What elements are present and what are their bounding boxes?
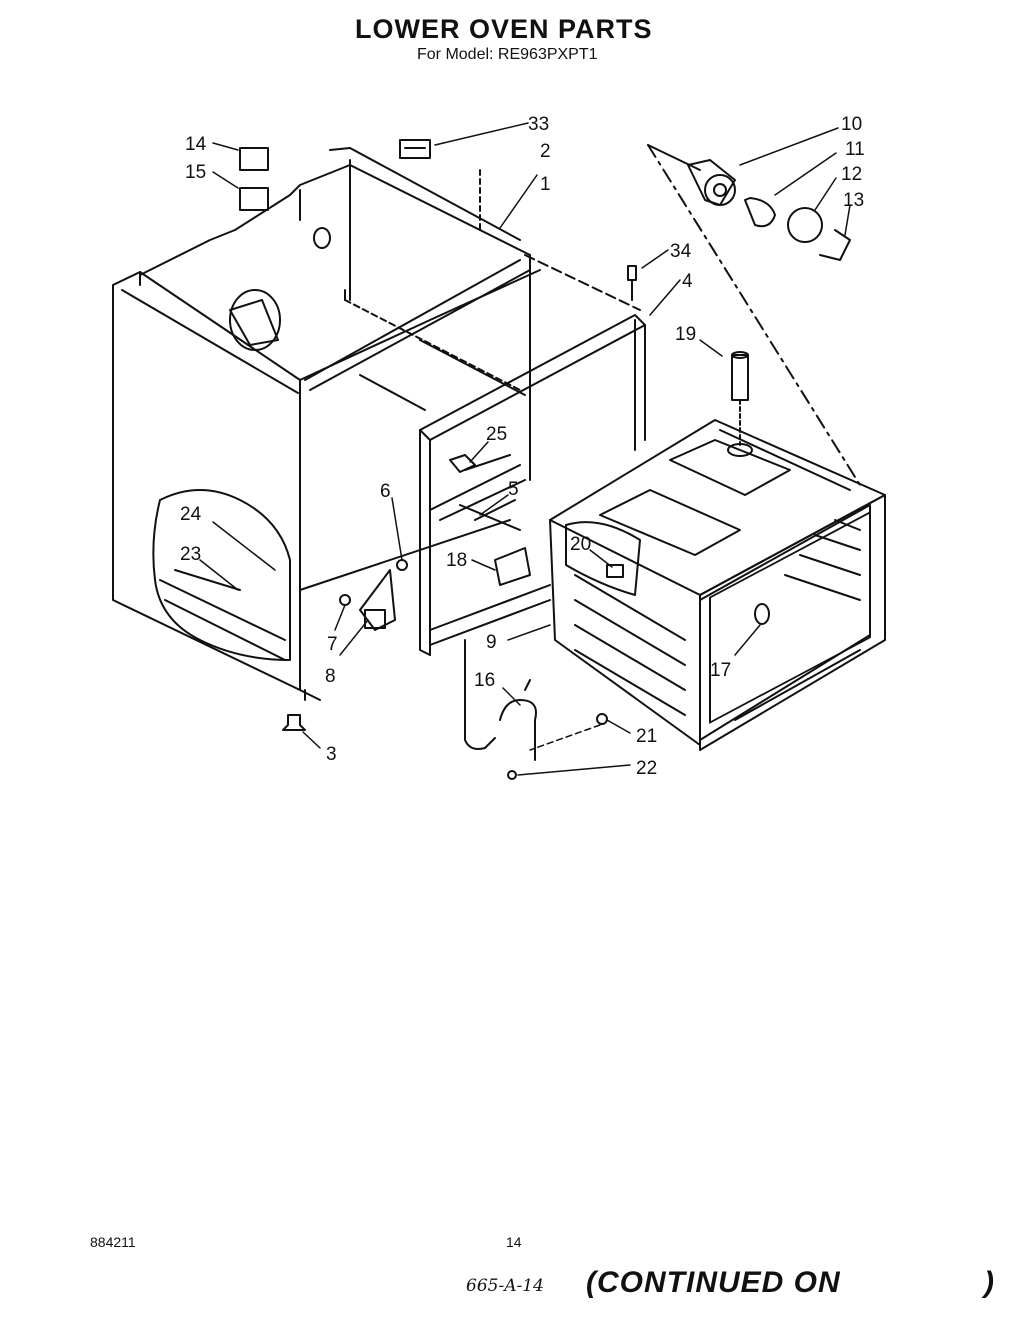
callout-labels: 33 2 1 14 15 10 11 12 13 34 4 19 25 6 5 …	[180, 114, 865, 779]
model-subtitle: For Model: RE963PXPT1	[417, 46, 598, 63]
callout-9: 9	[486, 632, 497, 653]
document-number: 884211	[90, 1234, 136, 1250]
callout-34: 34	[670, 241, 692, 262]
callout-14: 14	[185, 134, 207, 155]
callout-17: 17	[710, 660, 731, 681]
callout-5: 5	[508, 479, 519, 500]
callout-23: 23	[180, 544, 201, 565]
callout-20: 20	[570, 534, 591, 555]
callout-6: 6	[380, 481, 391, 502]
callout-19: 19	[675, 324, 696, 345]
callout-2: 2	[540, 141, 551, 162]
callout-3: 3	[326, 744, 337, 765]
oven-liner	[549, 419, 886, 751]
callout-11: 11	[845, 139, 865, 160]
callout-25: 25	[486, 424, 507, 445]
callout-8: 8	[325, 666, 336, 687]
continued-notice: (CONTINUED ON	[586, 1266, 841, 1299]
handwritten-reference: 665-A-14	[466, 1276, 544, 1296]
lamp-assembly	[647, 144, 861, 486]
part-19-sleeve	[731, 351, 749, 446]
callout-18: 18	[446, 550, 467, 571]
closing-paren: )	[984, 1266, 994, 1299]
callout-10: 10	[841, 114, 862, 135]
callout-4: 4	[682, 271, 693, 292]
exploded-parts-diagram: 33 2 1 14 15 10 11 12 13 34 4 19 25 6 5 …	[112, 114, 886, 780]
page-number: 14	[506, 1234, 522, 1250]
callout-22: 22	[636, 758, 657, 779]
cabinet-side-panel	[112, 147, 541, 701]
callout-21: 21	[636, 726, 657, 747]
small-parts-top	[239, 139, 637, 281]
callout-16: 16	[474, 670, 495, 691]
leader-lines	[199, 122, 851, 776]
callout-1: 1	[540, 174, 551, 195]
callout-33: 33	[528, 114, 549, 135]
callout-24: 24	[180, 504, 202, 525]
callout-13: 13	[843, 190, 864, 211]
page-title: LOWER OVEN PARTS	[355, 14, 653, 44]
callout-7: 7	[327, 634, 338, 655]
hardware-parts	[282, 454, 641, 780]
callout-15: 15	[185, 162, 206, 183]
front-frame	[419, 254, 646, 656]
callout-12: 12	[841, 164, 862, 185]
